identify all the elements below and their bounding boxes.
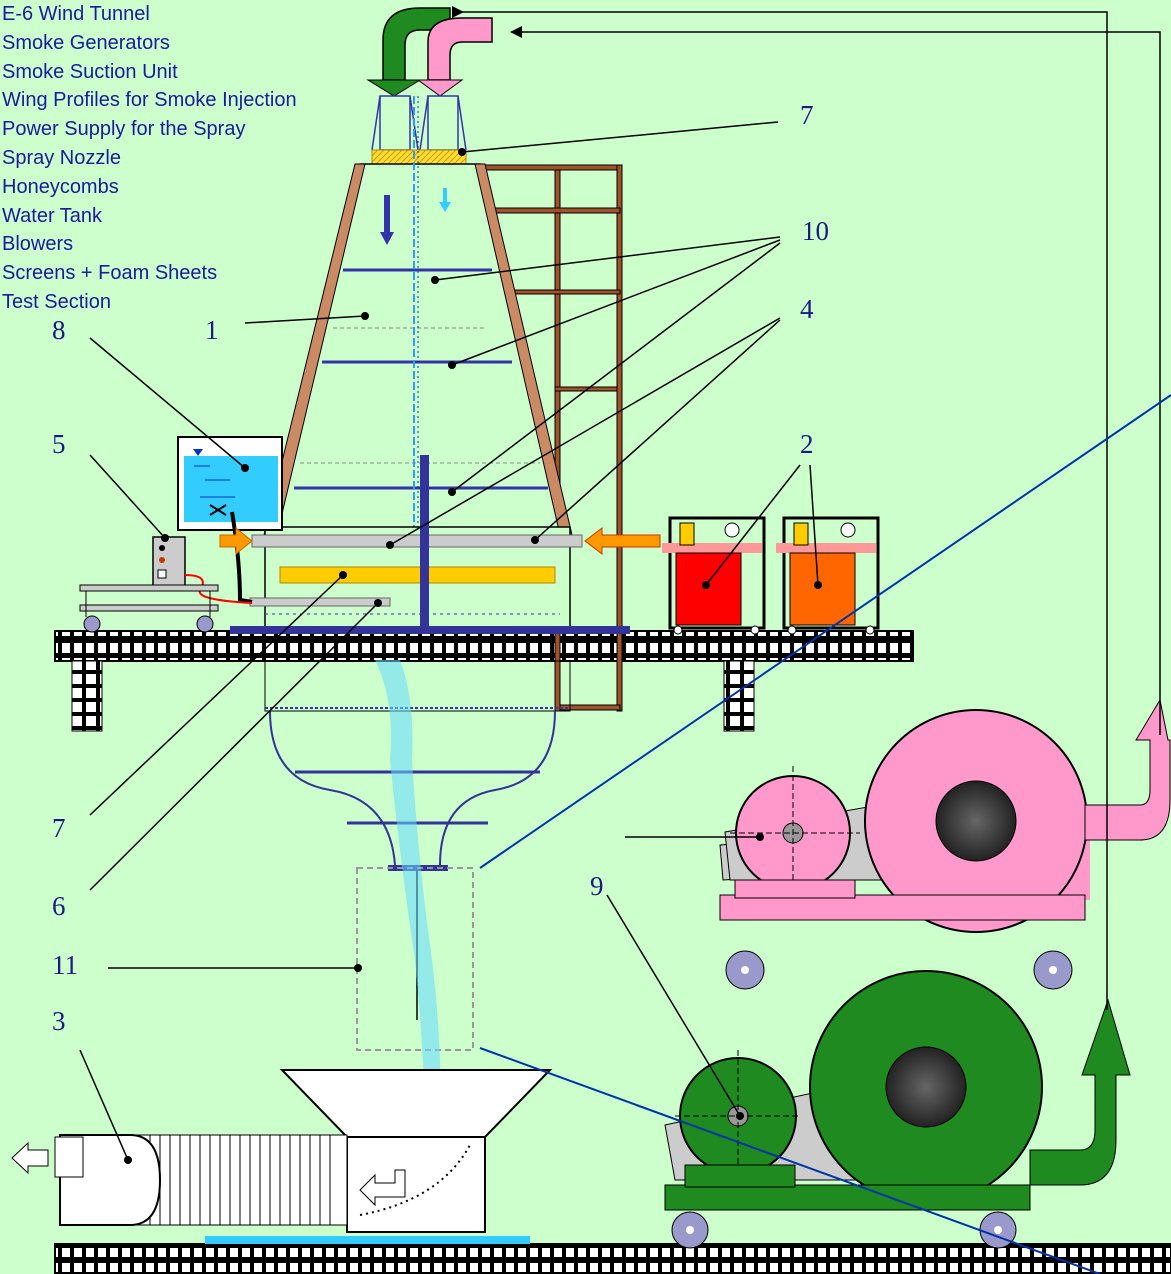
- legend-item: Screens + Foam Sheets: [2, 259, 297, 288]
- legend-item: Spray Nozzle: [2, 144, 297, 173]
- return-arrow-pink-icon: [510, 26, 522, 38]
- callout-7-top: 7: [800, 102, 814, 129]
- blower-green: [665, 971, 1130, 1248]
- legend-item: Honeycombs: [2, 173, 297, 202]
- callout-8: 8: [52, 317, 66, 344]
- callout-7-bottom: 7: [52, 815, 66, 842]
- legend-item: Water Tank: [2, 202, 297, 231]
- smoke-ducts: [368, 8, 492, 150]
- callout-4: 4: [800, 296, 814, 323]
- smoke-suction-unit: [12, 1070, 550, 1244]
- callout-6: 6: [52, 893, 66, 920]
- callout-10: 10: [802, 218, 829, 245]
- legend-item: Power Supply for the Spray: [2, 115, 297, 144]
- callout-9: 9: [590, 873, 604, 900]
- floor-rail: [55, 1244, 1171, 1274]
- legend-item: Smoke Suction Unit: [2, 58, 297, 87]
- callout-1: 1: [205, 317, 219, 344]
- legend-item: Smoke Generators: [2, 29, 297, 58]
- legend-item: Wing Profiles for Smoke Injection: [2, 86, 297, 115]
- callout-11: 11: [52, 952, 78, 979]
- return-arrow-green-icon: [452, 6, 464, 18]
- bench-platform: [55, 631, 913, 731]
- blower-pink: [720, 700, 1170, 989]
- legend-item: E-6 Wind Tunnel: [2, 0, 297, 29]
- legend-list: E-6 Wind Tunnel Smoke Generators Smoke S…: [2, 0, 297, 317]
- smoke-inlet-arrow-left-icon: [220, 528, 252, 554]
- power-cart: [80, 585, 218, 632]
- callout-3: 3: [52, 1008, 66, 1035]
- callout-2: 2: [800, 431, 814, 458]
- smoke-generator-orange: [776, 518, 878, 634]
- honeycomb-top: [372, 150, 466, 164]
- legend-item: Blowers: [2, 230, 297, 259]
- callout-5: 5: [52, 431, 66, 458]
- legend-item: Test Section: [2, 288, 297, 317]
